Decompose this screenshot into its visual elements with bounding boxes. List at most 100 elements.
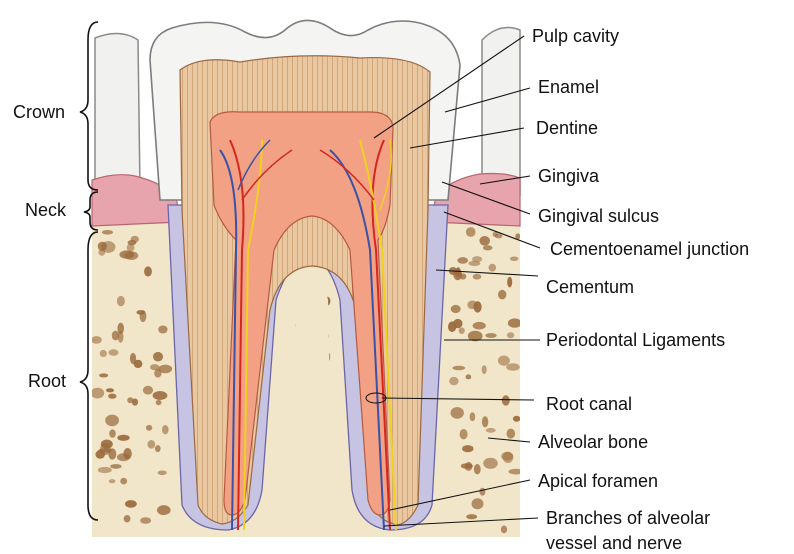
bone-cavity — [124, 515, 131, 522]
bone-cavity — [162, 425, 169, 434]
bone-cavity — [157, 505, 171, 515]
bone-cavity — [110, 464, 122, 469]
bone-cavity — [109, 429, 116, 437]
bone-cavity — [147, 440, 155, 449]
bone-cavity — [462, 445, 473, 452]
bone-cavity — [470, 412, 476, 421]
label-periodontal-ligaments: Periodontal Ligaments — [546, 330, 725, 350]
label-apical-foramen: Apical foramen — [538, 471, 658, 491]
region-label-root: Root — [28, 371, 66, 391]
bone-cavity — [130, 353, 136, 364]
label-enamel: Enamel — [538, 77, 599, 97]
bone-cavity — [143, 386, 153, 395]
bone-cavity — [451, 305, 461, 313]
bone-cavity — [485, 333, 496, 338]
bone-cavity — [469, 261, 481, 266]
bone-cavity — [466, 374, 472, 379]
bone-cavity — [501, 452, 513, 461]
bone-cavity — [509, 469, 523, 475]
bone-cavity — [109, 349, 119, 356]
bone-cavity — [472, 498, 484, 509]
bone-cavity — [158, 326, 167, 334]
bone-cavity — [158, 365, 172, 374]
bone-cavity — [459, 327, 465, 334]
bone-cavity — [102, 230, 113, 235]
bone-cavity — [498, 290, 506, 300]
bone-cavity — [482, 365, 487, 374]
bone-cavity — [153, 352, 163, 362]
bone-cavity — [498, 356, 510, 366]
bone-cavity — [117, 323, 124, 334]
bone-cavity — [156, 400, 162, 405]
region-label-neck: Neck — [25, 200, 67, 220]
bone-cavity — [466, 227, 476, 237]
label-gingiva: Gingiva — [538, 166, 600, 186]
bone-cavity — [146, 425, 152, 431]
bone-cavity — [502, 395, 510, 405]
bone-cavity — [117, 296, 125, 306]
bone-cavity — [507, 332, 514, 338]
region-label-crown: Crown — [13, 102, 65, 122]
bone-cavity — [507, 429, 516, 439]
bone-cavity — [473, 274, 482, 280]
bone-cavity — [506, 363, 520, 371]
bone-cavity — [473, 322, 486, 330]
bone-cavity — [144, 266, 152, 276]
bone-cavity — [158, 471, 167, 476]
bone-cavity — [479, 488, 485, 496]
bone-cavity — [513, 416, 520, 422]
bone-cavity — [486, 428, 496, 433]
bone-cavity — [489, 264, 497, 272]
bone-cavity — [98, 249, 105, 255]
bone-cavity — [483, 245, 493, 250]
bone-cavity — [140, 517, 151, 524]
bone-cavity — [109, 479, 116, 483]
bone-cavity — [482, 416, 488, 427]
bone-cavity — [474, 464, 481, 474]
label-cementoenamel-junction: Cementoenamel junction — [550, 239, 749, 259]
bone-cavity — [132, 399, 138, 406]
label-branches-line2: vessel and nerve — [546, 533, 682, 553]
bone-cavity — [155, 445, 161, 452]
bone-cavity — [501, 526, 507, 534]
label-dentine: Dentine — [536, 118, 598, 138]
label-branches-line1: Branches of alveolar — [546, 508, 710, 528]
bone-cavity — [451, 407, 464, 419]
bone-cavity — [99, 373, 108, 377]
bone-cavity — [457, 257, 468, 264]
bone-cavity — [112, 331, 119, 341]
bone-cavity — [105, 415, 119, 427]
bone-cavity — [106, 388, 114, 392]
left-neighbor-tooth — [95, 33, 140, 195]
bone-cavity — [117, 435, 129, 441]
bone-cavity — [479, 236, 490, 246]
bone-cavity — [483, 458, 498, 469]
label-root-canal: Root canal — [546, 394, 632, 414]
label-alveolar-bone: Alveolar bone — [538, 432, 648, 452]
bone-cavity — [460, 429, 468, 439]
right-neighbor-tooth — [482, 28, 520, 195]
bone-cavity — [98, 467, 112, 473]
bone-cavity — [507, 277, 512, 288]
bone-cavity — [117, 453, 130, 461]
label-cementum: Cementum — [546, 277, 634, 297]
bone-cavity — [136, 310, 145, 315]
bone-cavity — [119, 250, 134, 258]
label-gingival-sulcus: Gingival sulcus — [538, 206, 659, 226]
bone-cavity — [125, 500, 137, 508]
bone-cavity — [460, 273, 467, 279]
bone-cavity — [461, 463, 473, 469]
bone-cavity — [150, 364, 159, 370]
bone-cavity — [508, 318, 522, 327]
bone-cavity — [474, 301, 482, 312]
bone-cavity — [153, 391, 168, 400]
bone-cavity — [448, 321, 456, 332]
bone-cavity — [449, 377, 458, 385]
bone-cavity — [100, 443, 111, 455]
bone-cavity — [466, 514, 477, 519]
bone-cavity — [100, 350, 107, 357]
bone-cavity — [108, 394, 116, 399]
bone-cavity — [128, 240, 137, 245]
bone-cavity — [453, 366, 466, 371]
